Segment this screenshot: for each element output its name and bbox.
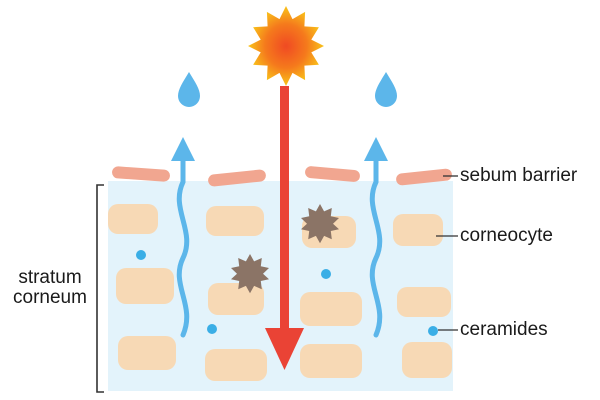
sebum-pill [208, 169, 266, 187]
sebum-pill [112, 166, 170, 182]
water-evaporation-arrow-right [364, 137, 388, 338]
sebum-pill [396, 168, 452, 186]
ceramide-dot [207, 324, 217, 334]
water-wave-path [369, 157, 383, 338]
ceramides [136, 250, 438, 336]
stratum-corneum-bracket [96, 184, 104, 393]
water-wave-path [176, 157, 190, 338]
sebum-pill [305, 166, 360, 182]
uv-arrow-shaft [280, 86, 289, 334]
corneocyte-cell [402, 342, 452, 378]
uv-ray-arrow [265, 86, 304, 370]
ceramides-label: ceramides [460, 319, 548, 340]
corneocyte-cell [116, 268, 174, 304]
corneocyte-cell [206, 206, 264, 236]
sebum-barrier-label: sebum barrier [460, 165, 578, 186]
corneocyte-label: corneocyte [460, 225, 553, 246]
water-arrow-head [171, 137, 195, 161]
sebum-barrier [112, 166, 452, 187]
uv-arrow-head [265, 328, 304, 370]
stratum-corneum-label: stratum corneum [2, 268, 98, 308]
corneocyte-cell [393, 214, 443, 246]
pollutant-particle-icon [231, 254, 269, 294]
stratum-label-line2: corneum [13, 287, 87, 308]
water-drop-icon [375, 72, 397, 107]
ceramide-dot [321, 269, 331, 279]
water-arrow-head [364, 137, 388, 161]
corneocyte-cell [118, 336, 176, 370]
water-drop-icon [178, 72, 200, 107]
stratum-label-line1: stratum [18, 267, 82, 288]
corneocyte-cell [208, 283, 264, 315]
water-evaporation-arrow-left [171, 137, 195, 338]
corneocyte-cell [397, 287, 451, 317]
corneocyte-cell [300, 292, 362, 326]
sun-icon [248, 6, 324, 86]
ceramide-dot [136, 250, 146, 260]
corneocyte-cell [108, 204, 158, 234]
pollutant-particle-icon [301, 204, 339, 244]
corneocyte-cell [300, 344, 362, 378]
corneocyte-cell [205, 349, 267, 381]
ceramide-dot [428, 326, 438, 336]
